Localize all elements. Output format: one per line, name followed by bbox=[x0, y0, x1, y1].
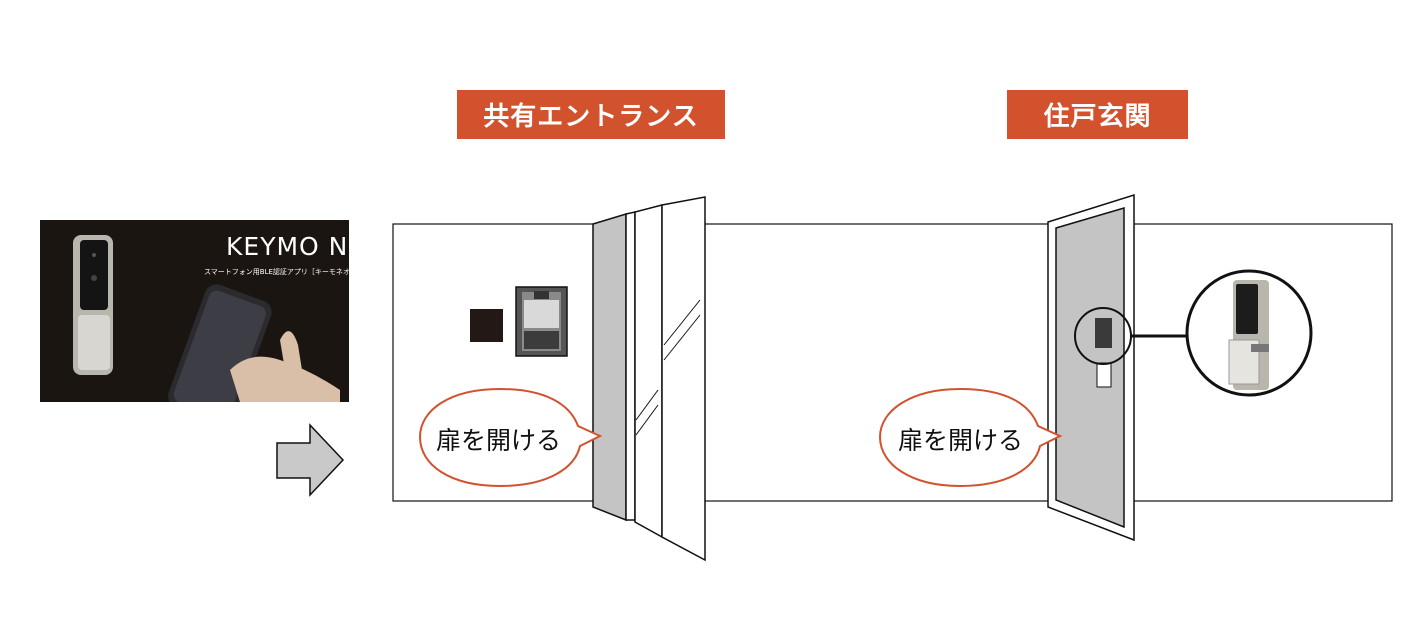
smart-lock-icon bbox=[1185, 269, 1313, 397]
entrance-door bbox=[592, 196, 706, 562]
product-illustration bbox=[73, 235, 340, 402]
front-door-bubble-text: 扉を開ける bbox=[898, 426, 1024, 455]
front-door-speech-bubble bbox=[878, 387, 1063, 488]
entrance-bubble-text: 扉を開ける bbox=[436, 426, 562, 455]
right-arrow-icon bbox=[276, 423, 345, 497]
hand-icon bbox=[230, 331, 340, 402]
intercom-panel-icon bbox=[515, 286, 568, 357]
entrance-speech-bubble bbox=[418, 387, 603, 488]
shared-entrance-label: 共有エントランス bbox=[457, 90, 725, 139]
smartphone-icon bbox=[168, 284, 272, 402]
front-door bbox=[1047, 193, 1188, 542]
product-subtitle: スマートフォン用BLE認証アプリ［キーモネオ］ bbox=[204, 268, 349, 276]
front-door-label: 住戸玄関 bbox=[1007, 90, 1188, 139]
smart-lock-device-icon bbox=[73, 235, 113, 375]
product-photo: KEYMO NEO スマートフォン用BLE認証アプリ［キーモネオ］ bbox=[40, 220, 349, 402]
product-title: KEYMO NEO bbox=[226, 232, 349, 261]
card-reader-icon bbox=[470, 309, 503, 342]
